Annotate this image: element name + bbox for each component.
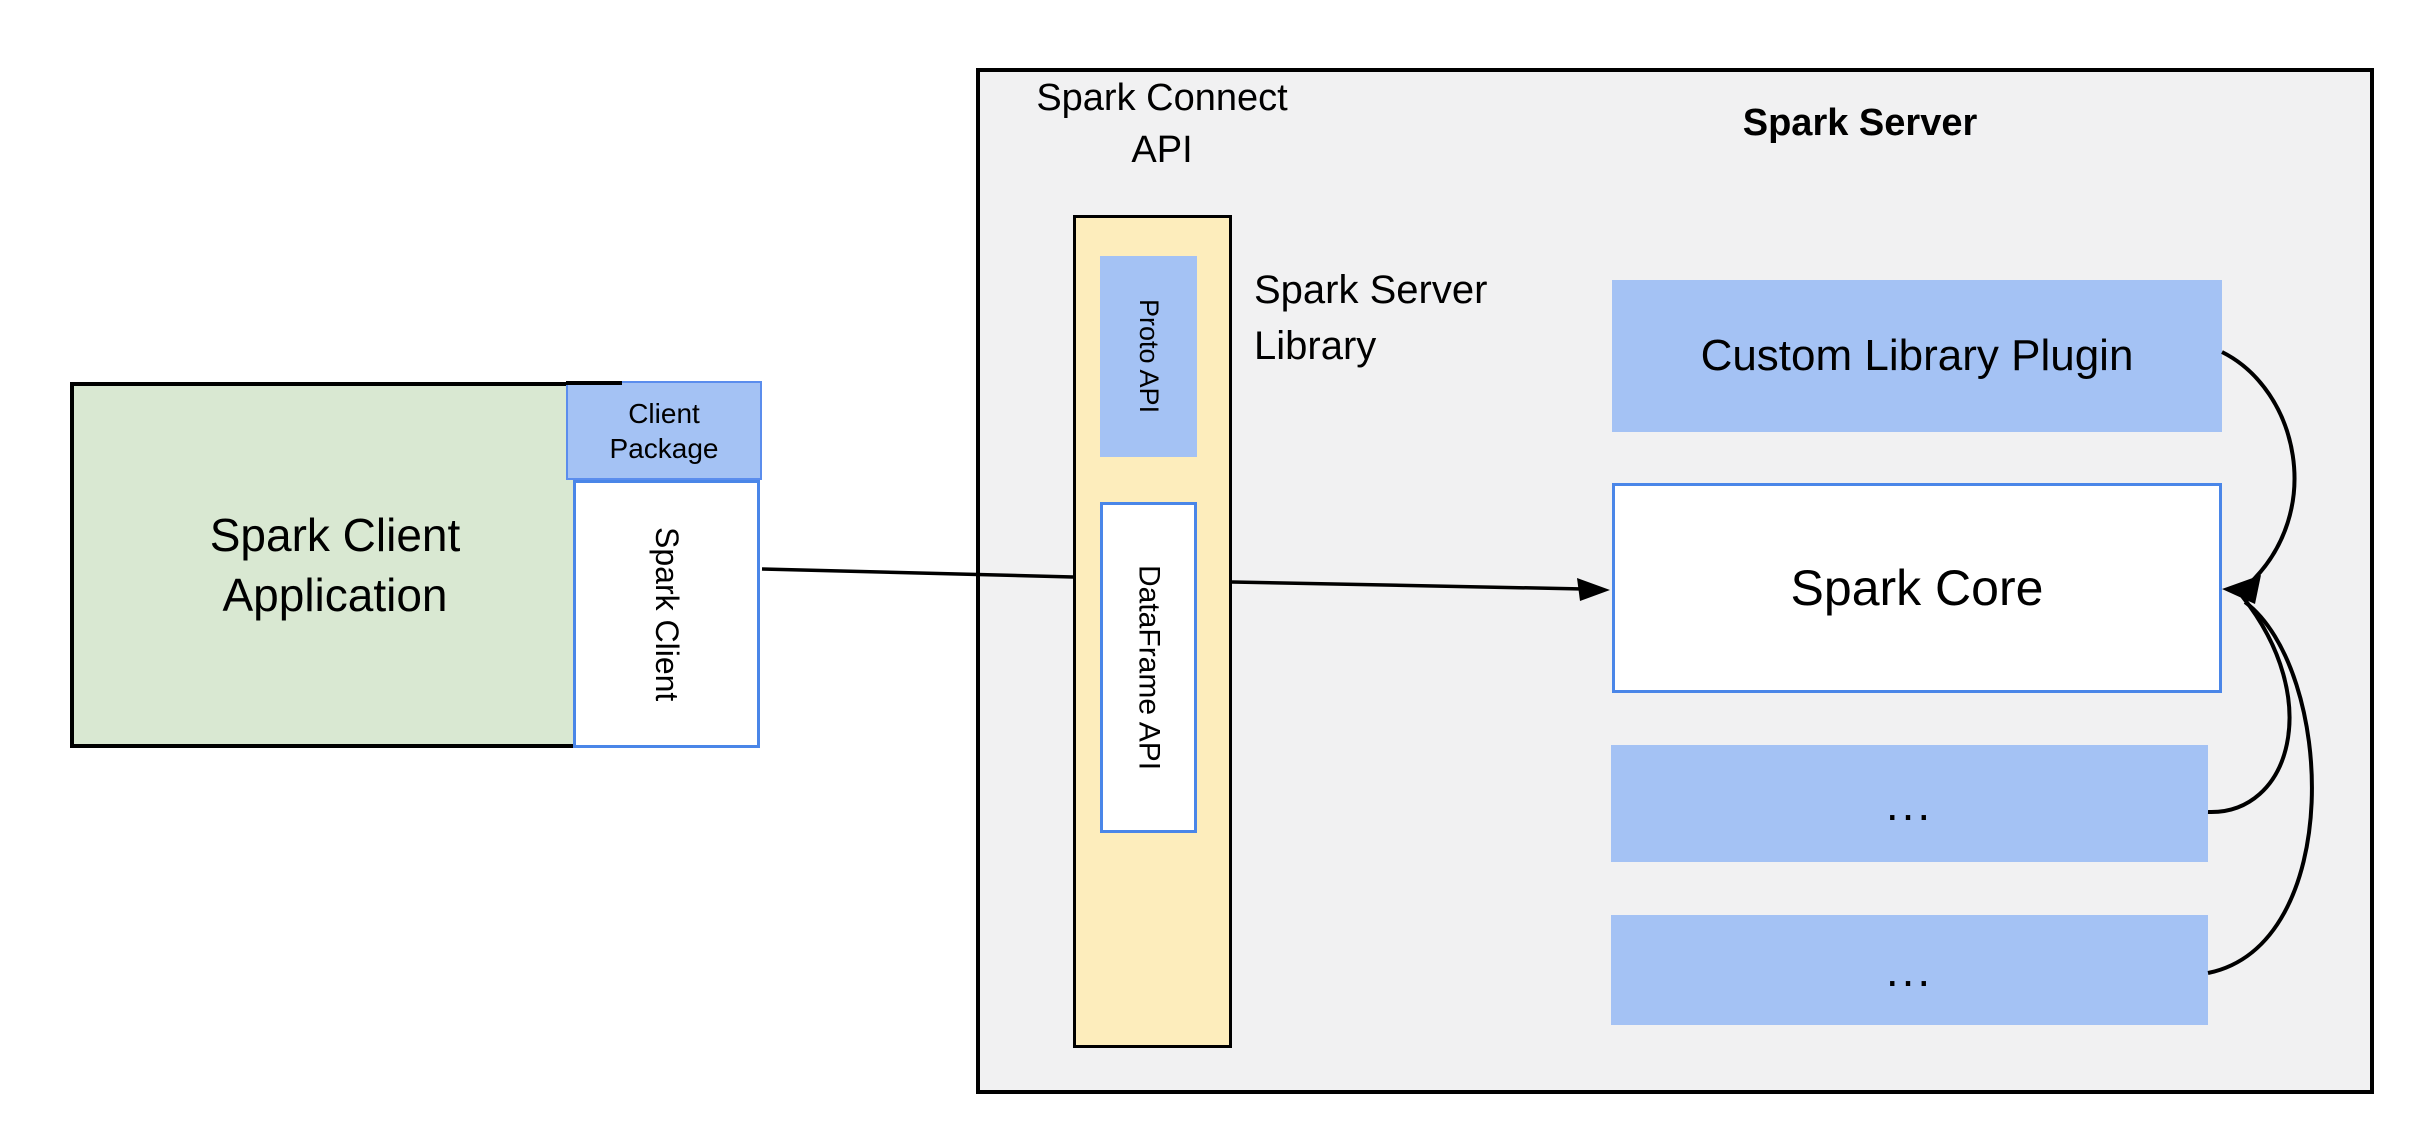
dataframe-api-label: DataFrame API <box>1132 564 1166 771</box>
plugin-slot-2-label: ... <box>1885 944 1934 996</box>
spark-server-library-label: Spark Server Library <box>1254 262 1674 374</box>
custom-library-plugin-label: Custom Library Plugin <box>1700 331 2134 380</box>
plugin-slot-1-label: ... <box>1885 777 1934 830</box>
spark-client-application-line1: Spark Client <box>209 509 461 561</box>
proto-api-label: Proto API <box>1134 299 1164 414</box>
spark-server-library-line2: Library <box>1254 324 1377 368</box>
client-package-label: Client Package <box>610 396 719 466</box>
spark-client-label: Spark Client <box>649 526 685 702</box>
spark-client-application-label: Spark Client Application <box>210 505 461 625</box>
spark-client-box: Spark Client <box>573 480 760 748</box>
client-package-line1: Client <box>628 397 700 429</box>
client-package-line2: Package <box>609 432 719 464</box>
spark-client-application-box: Spark Client Application <box>70 382 600 748</box>
client-package-box: Client Package <box>566 381 762 480</box>
spark-server-library-line1: Spark Server <box>1254 268 1488 312</box>
plugin-slot-1-box: ... <box>1611 745 2208 862</box>
custom-library-plugin-box: Custom Library Plugin <box>1612 280 2222 432</box>
spark-core-box: Spark Core <box>1612 483 2222 693</box>
spark-client-application-line2: Application <box>222 569 448 621</box>
spark-connect-api-title: Spark Connect API <box>1012 72 1312 176</box>
spark-connect-api-title-line2: API <box>1131 129 1193 171</box>
spark-connect-api-title-line1: Spark Connect <box>1036 77 1288 119</box>
plugin-slot-2-box: ... <box>1611 915 2208 1025</box>
proto-api-box: Proto API <box>1100 256 1197 457</box>
spark-server-title: Spark Server <box>1742 102 1978 144</box>
dataframe-api-box: DataFrame API <box>1100 502 1197 833</box>
spark-core-label: Spark Core <box>1790 560 2044 616</box>
